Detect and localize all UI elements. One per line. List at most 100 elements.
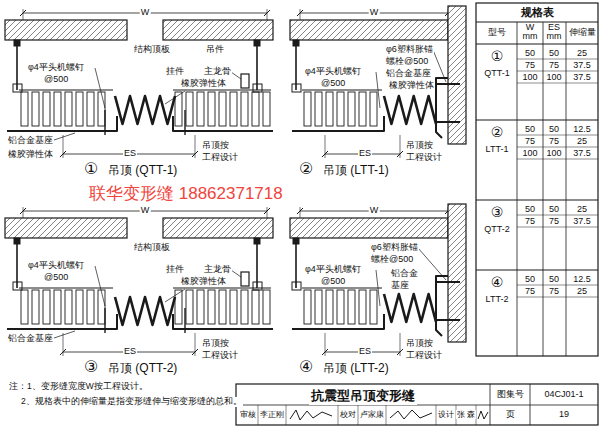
aluminum-base xyxy=(7,314,117,329)
leader-line xyxy=(54,133,75,140)
screw xyxy=(184,110,185,135)
hanger-rod xyxy=(256,40,258,90)
sheet-text: 75 xyxy=(524,136,536,146)
hanger-clip xyxy=(292,282,301,290)
aluminum-base xyxy=(7,116,117,131)
ceiling-panel xyxy=(370,92,377,126)
part-label: 橡胶弹性体 xyxy=(180,78,227,88)
ceiling-panel xyxy=(241,290,248,324)
anchor xyxy=(254,40,260,46)
aluminum-base xyxy=(436,276,448,336)
sheet-text: 50 xyxy=(548,48,560,58)
part-label: 主龙骨 xyxy=(203,66,232,76)
ceiling-panel xyxy=(76,290,83,324)
sheet-text: 注：1、变形缝宽度W按工程设计。 xyxy=(8,382,149,392)
part-label: 结构顶板 xyxy=(133,44,171,54)
part-label: 铝合金 xyxy=(390,268,419,278)
ceiling-line xyxy=(302,90,382,91)
ceiling-panel xyxy=(32,290,39,324)
hanger-rod xyxy=(295,40,297,90)
ceiling-panel xyxy=(54,92,61,126)
leader-line xyxy=(231,270,241,277)
table-rule xyxy=(517,83,598,84)
main-runner xyxy=(241,272,249,286)
ceiling-line xyxy=(173,90,271,91)
title-rule xyxy=(386,405,387,425)
hanger-clip xyxy=(253,84,262,92)
sheet-text: 50 xyxy=(548,124,560,134)
signature xyxy=(390,410,432,419)
anchor xyxy=(254,238,260,244)
ceiling-panel xyxy=(315,290,322,324)
ceiling-panel xyxy=(87,92,94,126)
sheet-text: QTT-2 xyxy=(483,224,511,234)
anchor-bolt xyxy=(436,121,460,123)
extension-line xyxy=(300,9,301,20)
leader-line xyxy=(165,289,185,302)
part-label: φ4平头机螺钉 xyxy=(27,62,85,72)
extension-line xyxy=(325,135,326,158)
table-rule xyxy=(517,297,598,298)
part-label: φ4平头机螺钉 xyxy=(304,66,362,76)
leader-line xyxy=(231,72,241,79)
sheet-text: ② xyxy=(490,124,505,140)
extension-line xyxy=(23,207,24,218)
sheet-text: 100 xyxy=(521,148,538,158)
rubber-bellows xyxy=(384,294,436,322)
table-rule xyxy=(517,227,598,228)
part-label: 工程设计 xyxy=(405,152,443,162)
part-label: ES xyxy=(358,148,372,158)
sheet-text: 75 xyxy=(524,286,536,296)
ceiling-panel xyxy=(304,92,311,126)
sheet-text: ① xyxy=(490,48,505,64)
part-label: W xyxy=(140,7,151,17)
screw xyxy=(184,308,185,333)
ceiling-panel xyxy=(304,290,311,324)
ceiling-panel xyxy=(348,290,355,324)
structure-slab xyxy=(448,6,466,144)
sheet-text: LTT-2 xyxy=(485,294,510,304)
table-frame xyxy=(476,3,598,356)
part-label: 橡胶弹性体 xyxy=(7,149,54,159)
title-rule xyxy=(490,384,491,425)
structure-slab xyxy=(448,204,466,342)
part-label: 结构顶板 xyxy=(133,242,171,252)
part-label: 橡胶弹性体 xyxy=(388,80,435,90)
sheet-text: 75 xyxy=(548,60,560,70)
sheet-text: 25 xyxy=(576,204,588,214)
extension-line xyxy=(325,333,326,356)
ceiling-panel xyxy=(359,290,366,324)
sheet-text: 25 xyxy=(576,136,588,146)
part-label: @500 xyxy=(320,78,346,88)
anchor xyxy=(293,238,299,244)
table-rule xyxy=(476,44,598,45)
sheet-text: QTT-1 xyxy=(483,68,511,78)
aluminum-base xyxy=(292,314,384,329)
ceiling-panel xyxy=(186,290,193,324)
sheet-text: 04CJ01-1 xyxy=(543,389,584,399)
title-frame xyxy=(236,384,598,425)
extension-line xyxy=(400,135,401,158)
spec-table xyxy=(476,3,598,356)
ceiling-panel xyxy=(208,92,215,126)
anchor xyxy=(293,40,299,46)
part-label: W xyxy=(369,7,380,17)
part-label: ES xyxy=(358,346,372,356)
part-label: @500 xyxy=(43,272,69,282)
sheet-text: 50 xyxy=(548,274,560,284)
structure-slab xyxy=(163,218,273,238)
sheet-text: 校对 xyxy=(339,410,357,419)
table-rule xyxy=(476,270,598,271)
part-label: 螺栓@500 xyxy=(370,254,414,264)
sheet-text: ES mm xyxy=(544,23,564,42)
ceiling-panel xyxy=(230,92,237,126)
ceiling-panel xyxy=(21,92,28,126)
ceiling-panel xyxy=(54,290,61,324)
part-label: 铝合金基座 xyxy=(7,135,54,145)
sheet-text: 50 xyxy=(524,48,536,58)
sheet-text: 李正刚 xyxy=(259,410,285,419)
ceiling-panel xyxy=(263,92,270,126)
rubber-bellows xyxy=(115,96,175,124)
extension-line xyxy=(267,207,268,218)
part-label: 基座 xyxy=(390,280,410,290)
